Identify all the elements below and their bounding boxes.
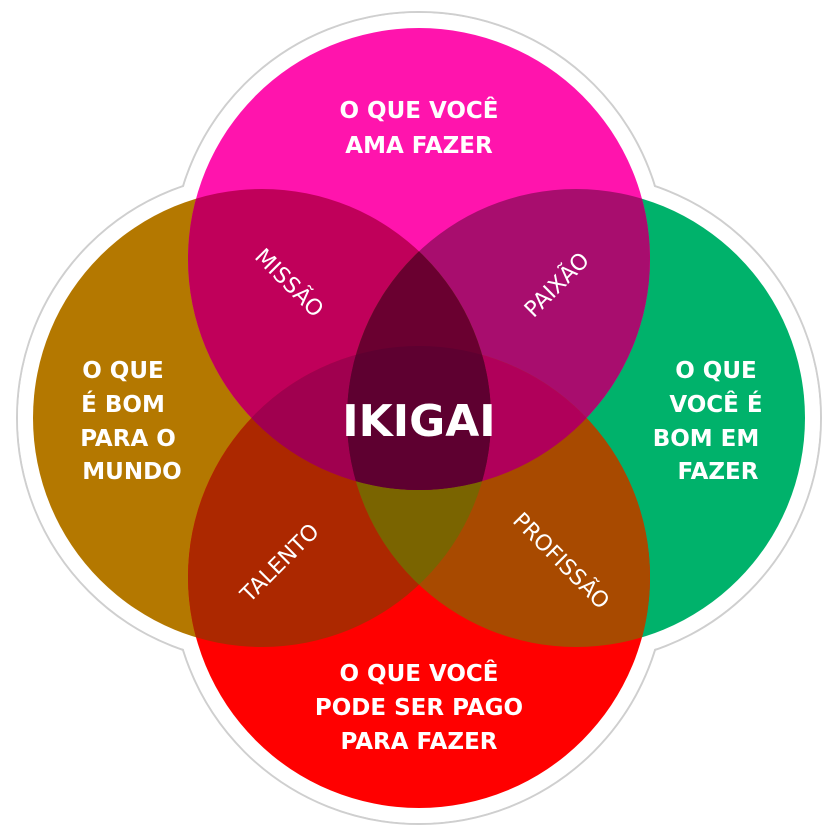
good-line-3: BOM EM <box>653 426 760 452</box>
good-line-1: O QUE <box>675 358 757 384</box>
world-line-3: PARA O <box>80 426 176 452</box>
world-line-4: MUNDO <box>82 459 181 485</box>
paid-line-1: O QUE VOCÊ <box>339 659 498 687</box>
good-line-2: VOCÊ É <box>669 390 762 418</box>
world-line-2: É BOM <box>81 390 165 418</box>
world-line-1: O QUE <box>82 358 164 384</box>
good-line-4: FAZER <box>678 459 759 485</box>
paid-line-2: PODE SER PAGO <box>315 695 523 721</box>
paid-line-3: PARA FAZER <box>340 729 497 755</box>
label-ikigai: IKIGAI <box>342 396 495 447</box>
love-line-1: O QUE VOCÊ <box>339 96 498 124</box>
love-line-2: AMA FAZER <box>345 133 493 159</box>
